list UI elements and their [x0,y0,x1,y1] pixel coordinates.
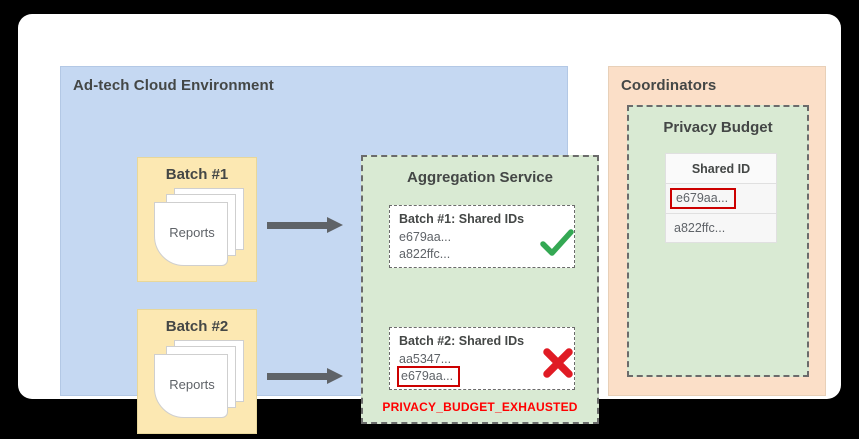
shared-id-value: a822ffc... [674,221,726,235]
privacy-budget-title: Privacy Budget [663,119,773,136]
adtech-cloud-environment-panel: Ad-tech Cloud Environment Batch #1 Repor… [60,66,599,434]
shared-id-value-flagged: e679aa... [670,188,737,209]
batch-1-box: Batch #1 Reports [137,157,257,282]
batch-2-shared-ids-header: Batch #2: Shared IDs [399,334,525,348]
adtech-panel-title: Ad-tech Cloud Environment [73,77,274,94]
batch-2-reports-stack: Reports [152,340,248,425]
batch-1-reports-stack: Reports [152,188,248,273]
batch-1-shared-ids-box: Batch #1: Shared IDs e679aa... a822ffc..… [389,205,575,268]
arrow-right-icon [267,217,345,234]
batch-2-flagged-shared-id: e679aa... [397,366,461,387]
privacy-budget-exhausted-error: PRIVACY_BUDGET_EXHAUSTED [382,400,578,414]
report-page-icon: Reports [154,354,228,418]
report-page-icon: Reports [154,202,228,266]
batch-2-shared-ids-box: Batch #2: Shared IDs aa5347... e679aa... [389,327,575,390]
table-row: a822ffc... [665,213,777,243]
batch-2-label: Batch #2 [165,318,229,335]
batch-2-box: Batch #2 Reports [137,309,257,434]
table-row: e679aa... [665,183,777,213]
shared-id-table: Shared ID e679aa... a822ffc... [665,153,777,243]
coordinators-panel: Coordinators Privacy Budget Shared ID e6… [608,66,826,396]
batch-1-shared-ids-header: Batch #1: Shared IDs [399,212,525,226]
batch-1-shared-id-1: e679aa... [399,230,452,244]
arrow-shaft [267,222,329,229]
table-header-row: Shared ID [665,153,777,183]
arrow-head [327,217,343,233]
batch-1-shared-id-2: a822ffc... [399,247,451,261]
batch-1-reports-label: Reports [169,225,215,240]
x-icon [543,348,573,378]
batch-2-shared-id-1: aa5347... [399,352,452,366]
check-icon [540,229,574,256]
arrow-shaft [267,373,329,380]
arrow-head [327,368,343,384]
privacy-budget-panel: Privacy Budget Shared ID e679aa... a822f… [627,105,809,377]
batch-2-reports-label: Reports [169,377,215,392]
arrow-right-icon [267,368,345,385]
aggregation-service-panel: Aggregation Service Batch #1: Shared IDs… [361,155,599,424]
coordinators-panel-title: Coordinators [621,77,717,94]
aggregation-service-title: Aggregation Service [407,169,553,186]
batch-1-label: Batch #1 [165,166,229,183]
shared-id-column-header: Shared ID [691,161,751,176]
diagram-card: Ad-tech Cloud Environment Batch #1 Repor… [18,14,841,434]
